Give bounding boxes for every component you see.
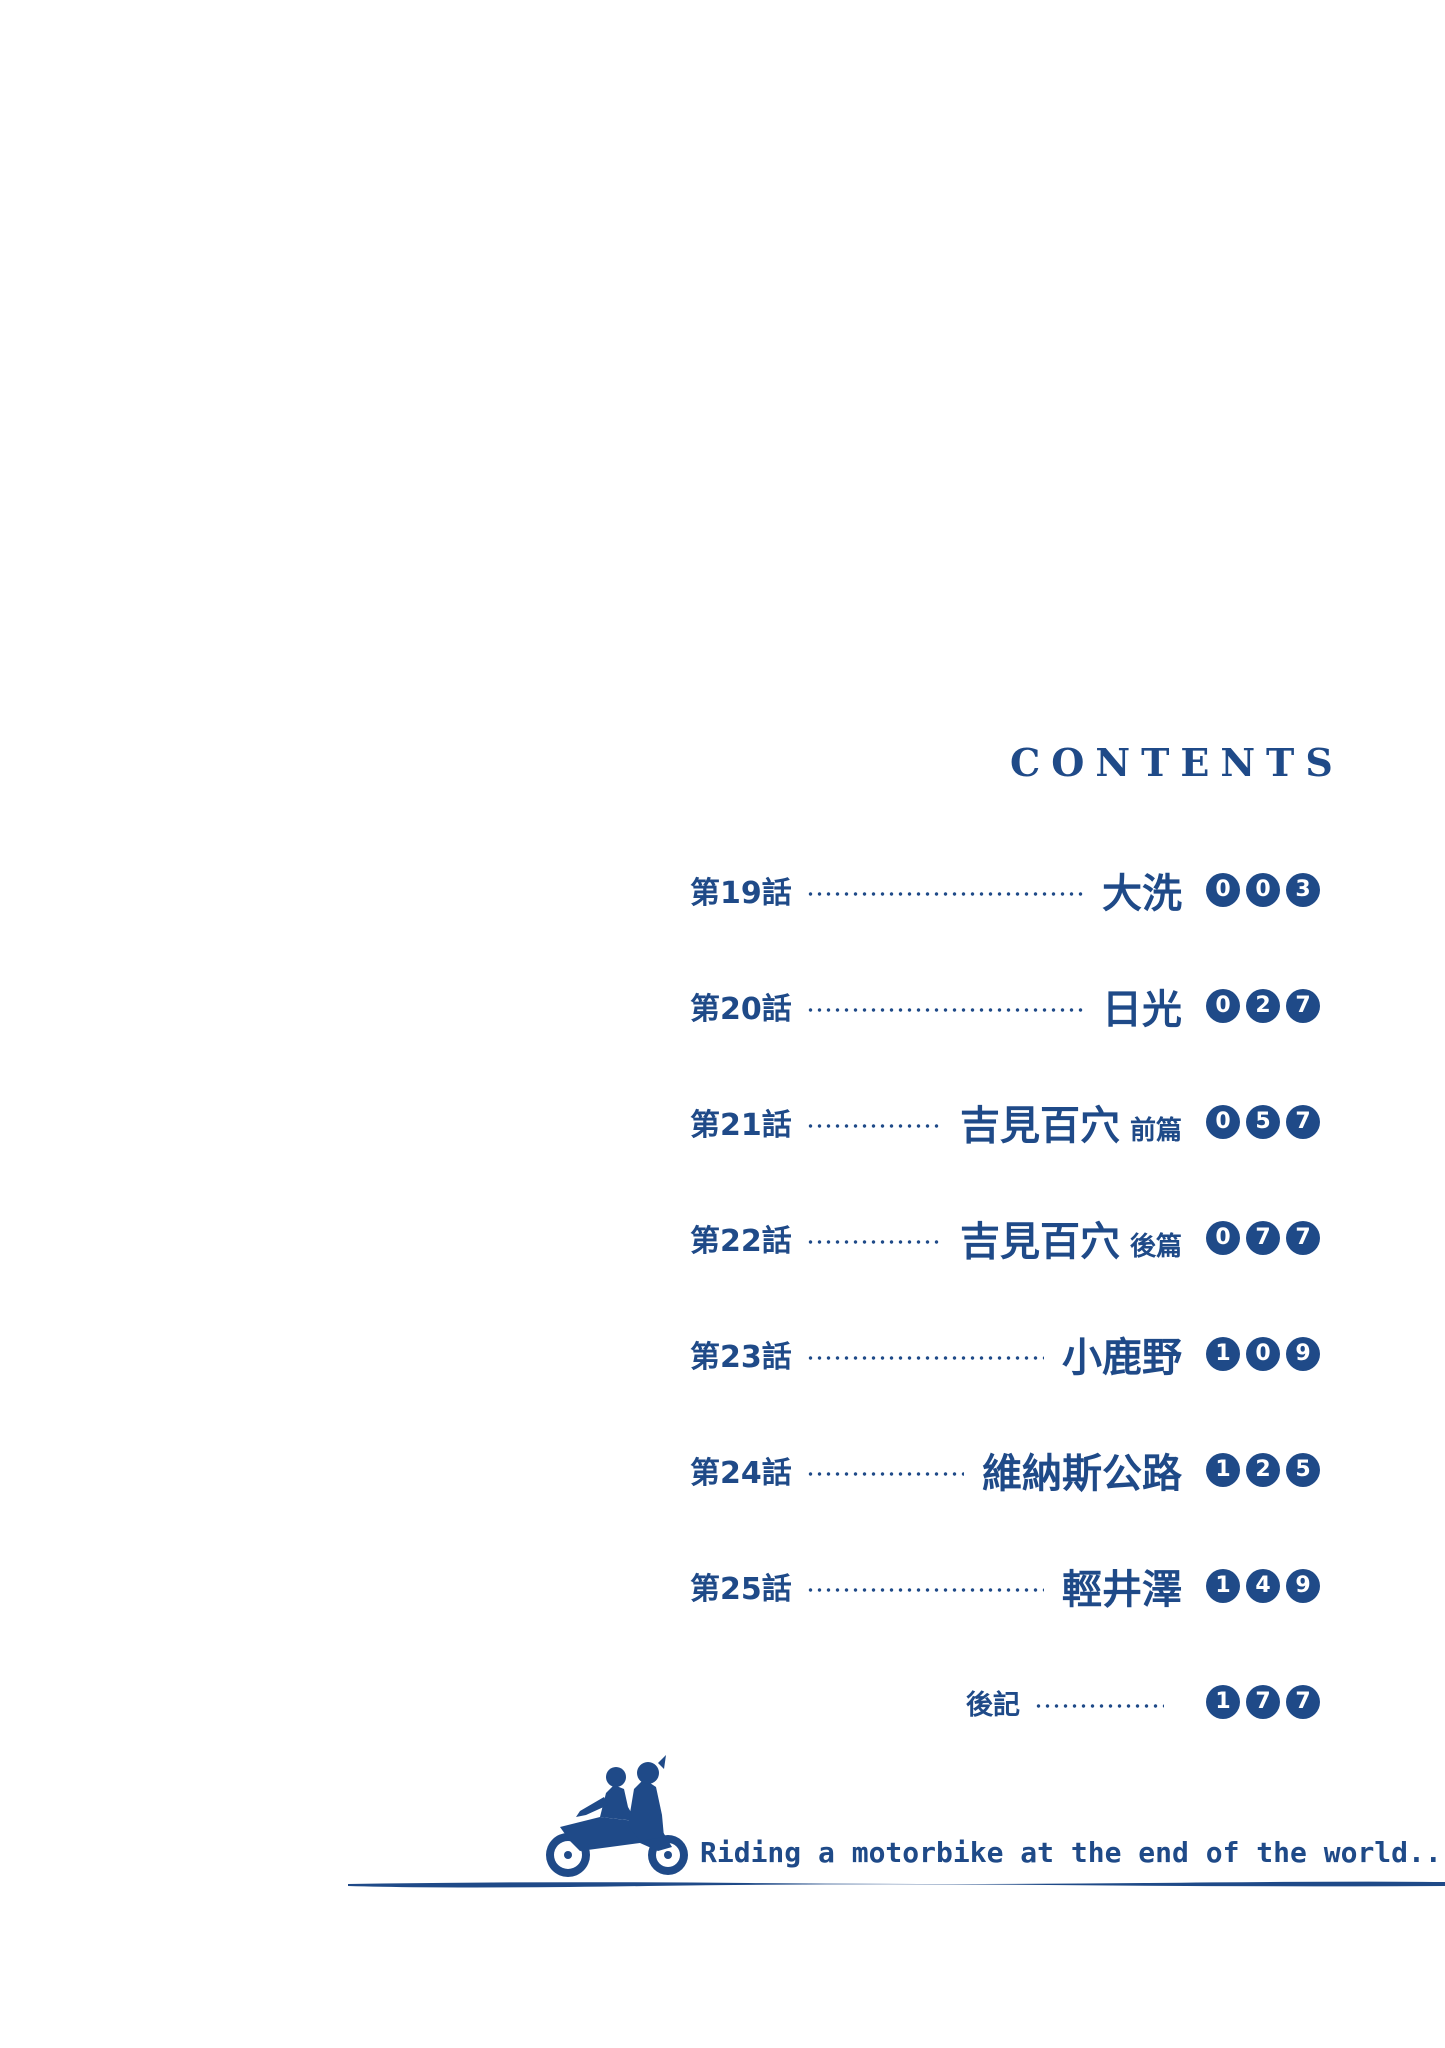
episode-number: 第25話 — [690, 1572, 792, 1607]
page-digit: 0 — [1206, 873, 1240, 907]
toc-entry-21[interactable]: 第21話 吉見百穴前篇 0 5 7 — [690, 1092, 1320, 1152]
episode-number: 第19話 — [690, 876, 792, 911]
episode-title: 日光 — [1102, 987, 1182, 1033]
page-number: 0 2 7 — [1206, 989, 1320, 1023]
page-digit: 0 — [1206, 989, 1240, 1023]
toc-entry-24[interactable]: 第24話 維納斯公路 1 2 5 — [690, 1440, 1320, 1500]
dot-leader — [805, 1124, 942, 1128]
page-digit: 0 — [1206, 1221, 1240, 1255]
toc-entry-23[interactable]: 第23話 小鹿野 1 0 9 — [690, 1324, 1320, 1384]
episode-number: 第21話 — [690, 1108, 792, 1143]
page-digit: 7 — [1286, 1221, 1320, 1255]
page-digit: 5 — [1246, 1105, 1280, 1139]
page-number: 0 7 7 — [1206, 1221, 1320, 1255]
episode-title-text: 吉見百穴 — [959, 1103, 1120, 1149]
toc-entry-25[interactable]: 第25話 輕井澤 1 4 9 — [690, 1556, 1320, 1616]
page-digit: 7 — [1286, 989, 1320, 1023]
page-number: 0 5 7 — [1206, 1105, 1320, 1139]
page-digit: 9 — [1286, 1337, 1320, 1371]
dot-leader — [805, 1240, 942, 1244]
episode-number: 第24話 — [690, 1456, 792, 1491]
page-number: 1 2 5 — [1206, 1453, 1320, 1487]
episode-title: 維納斯公路 — [982, 1451, 1182, 1497]
page-digit: 1 — [1206, 1337, 1240, 1371]
episode-number: 第22話 — [690, 1224, 792, 1259]
page-digit: 0 — [1206, 1105, 1240, 1139]
episode-title: 吉見百穴後篇 — [960, 1209, 1182, 1267]
dot-leader — [1034, 1704, 1164, 1708]
toc-entry-20[interactable]: 第20話 日光 0 2 7 — [690, 976, 1320, 1036]
episode-number: 第23話 — [690, 1340, 792, 1375]
dot-leader — [805, 1472, 964, 1476]
page-digit: 7 — [1286, 1105, 1320, 1139]
episode-number: 第20話 — [690, 992, 792, 1027]
page-digit: 7 — [1246, 1685, 1280, 1719]
toc-entry-22[interactable]: 第22話 吉見百穴後篇 0 7 7 — [690, 1208, 1320, 1268]
tagline: Riding a motorbike at the end of the wor… — [700, 1836, 1445, 1869]
page-digit: 1 — [1206, 1685, 1240, 1719]
episode-title: 吉見百穴前篇 — [960, 1093, 1182, 1151]
page-number: 0 0 3 — [1206, 873, 1320, 907]
page-digit: 1 — [1206, 1453, 1240, 1487]
episode-title: 大洗 — [1102, 871, 1182, 917]
page-digit: 7 — [1286, 1685, 1320, 1719]
page-digit: 2 — [1246, 1453, 1280, 1487]
episode-part: 後篇 — [1129, 1232, 1182, 1262]
page-digit: 2 — [1246, 989, 1280, 1023]
motorbike-riders-silhouette-icon — [546, 1755, 688, 1877]
toc-entry-19[interactable]: 第19話 大洗 0 0 3 — [690, 860, 1320, 920]
toc-entry-afterword[interactable]: 後記 1 7 7 — [966, 1672, 1320, 1732]
page-digit: 0 — [1246, 1337, 1280, 1371]
episode-title: 輕井澤 — [1062, 1567, 1182, 1613]
page-digit: 1 — [1206, 1569, 1240, 1603]
page-number: 1 0 9 — [1206, 1337, 1320, 1371]
page-digit: 7 — [1246, 1221, 1280, 1255]
page-digit: 0 — [1246, 873, 1280, 907]
page-digit: 4 — [1246, 1569, 1280, 1603]
page-digit: 5 — [1286, 1453, 1320, 1487]
afterword-label: 後記 — [966, 1689, 1020, 1721]
episode-title-text: 吉見百穴 — [959, 1219, 1120, 1265]
contents-heading: CONTENTS — [1010, 740, 1344, 785]
page-digit: 3 — [1286, 873, 1320, 907]
dot-leader — [805, 892, 1084, 896]
ground-line — [348, 1881, 1445, 1888]
page-number: 1 7 7 — [1206, 1685, 1320, 1719]
dot-leader — [805, 1008, 1084, 1012]
page-digit: 9 — [1286, 1569, 1320, 1603]
episode-part: 前篇 — [1129, 1116, 1182, 1146]
page-number: 1 4 9 — [1206, 1569, 1320, 1603]
dot-leader — [805, 1588, 1044, 1592]
dot-leader — [805, 1356, 1044, 1360]
episode-title: 小鹿野 — [1062, 1335, 1182, 1381]
